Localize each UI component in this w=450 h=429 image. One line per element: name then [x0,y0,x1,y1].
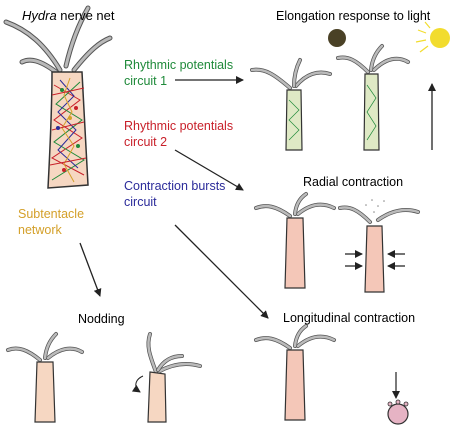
subtentacle-line2: network [18,223,62,237]
hydra-elongation-dark [250,58,332,151]
contraction-line2: circuit [124,195,157,209]
circuit2-label: Rhythmic potentials circuit 2 [124,118,233,150]
circuit2-line2: circuit 2 [124,135,168,149]
contraction-circuit-label: Contraction bursts circuit [124,178,225,210]
circuit1-line1: Rhythmic potentials [124,58,234,72]
circuit1-line2: circuit 1 [124,74,168,88]
radial-title: Radial contraction [303,175,404,189]
bright-sun-icon [415,21,450,53]
subtentacle-line1: Subtentacle [18,207,85,221]
arrow-circuit2 [174,149,244,191]
arrow-contraction [174,224,269,319]
longitudinal-title: Longitudinal contraction [283,311,416,325]
circuit2-line1: Rhythmic potentials [124,119,234,133]
hydra-nerve-net-figure [3,5,113,189]
nodding-motion-arrow [131,375,144,393]
hydra-nodding-after [146,332,202,423]
hydra-radial-before [254,192,336,289]
contraction-line1: Contraction bursts [124,179,226,193]
nodding-title: Nodding [78,312,125,326]
elongation-title: Elongation response to light [276,9,431,23]
hydra-nodding-before [6,332,84,423]
hydra-radial-after [338,199,420,293]
title-rest: nerve net [56,8,115,23]
hydra-elongation-light [336,44,410,151]
subtentacle-label: Subtentacle network [18,206,84,238]
title-italic: Hydra [22,8,57,23]
figure-title: Hydra nerve net [22,8,115,24]
dark-light-icon [328,29,346,47]
hydra-longitudinal-before [254,324,336,421]
arrow-subtentacle [79,242,102,297]
circuit1-label: Rhythmic potentials circuit 1 [124,57,233,89]
hydra-longitudinal-after [387,399,409,425]
